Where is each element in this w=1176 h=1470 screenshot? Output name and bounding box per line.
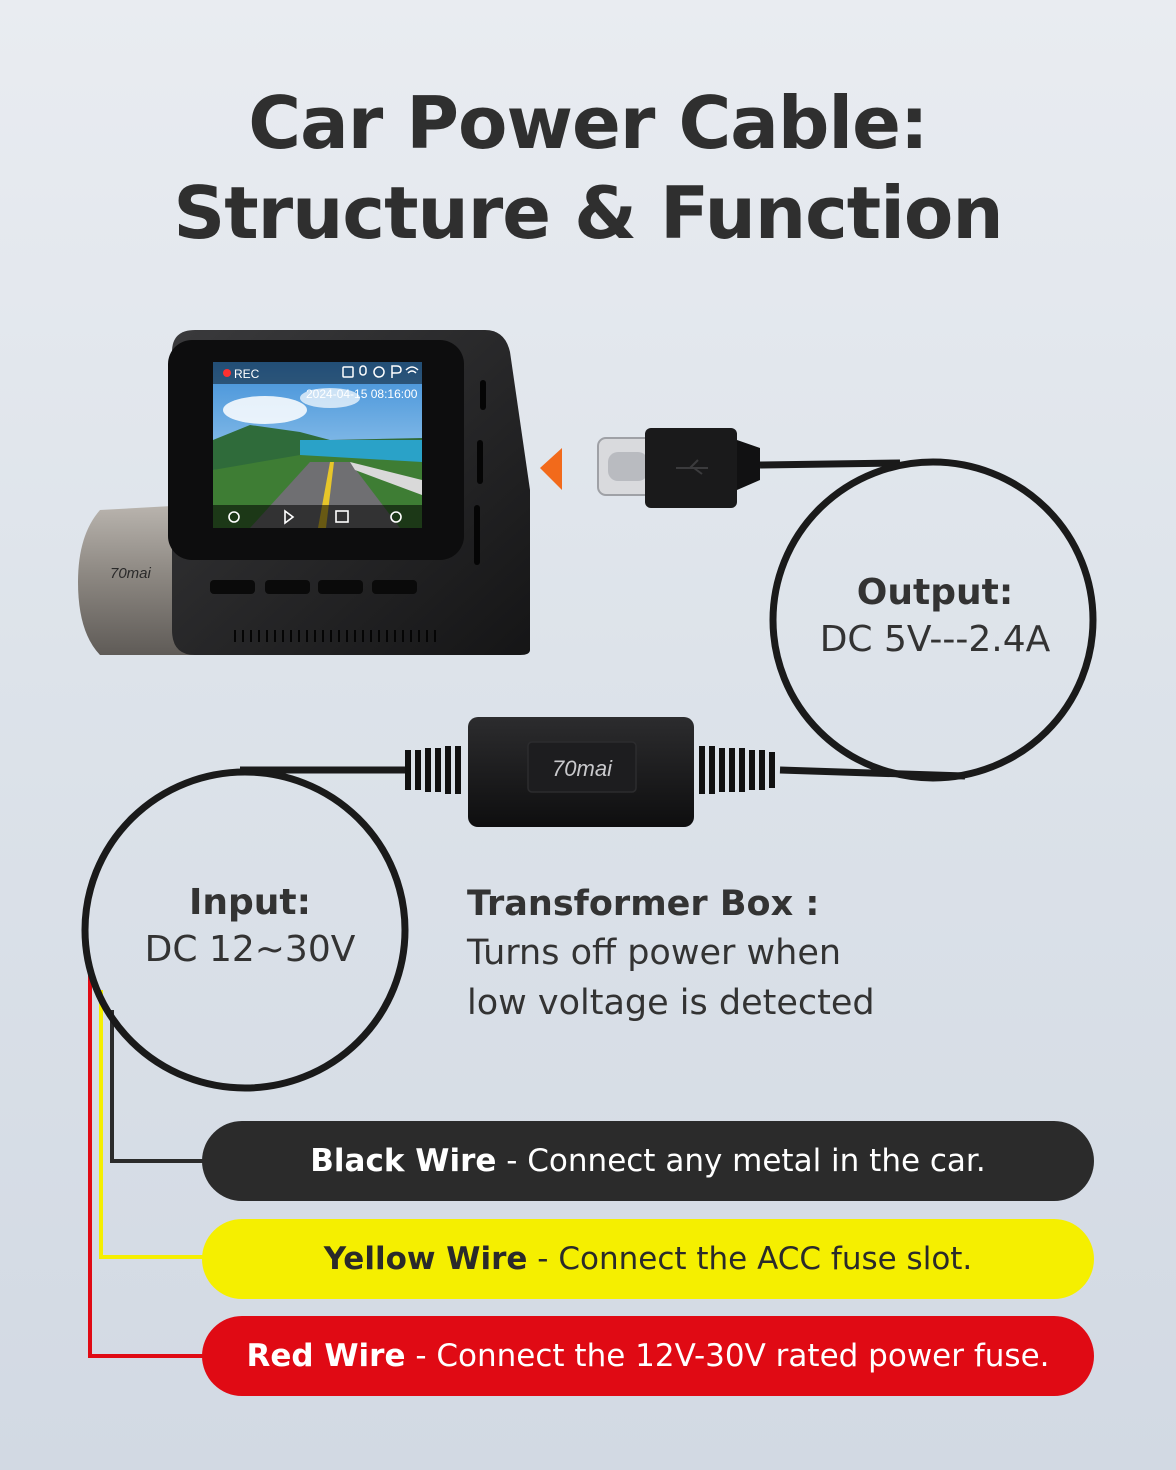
red-wire-name: Red Wire (246, 1338, 406, 1374)
wire-leads (88, 970, 205, 1358)
status-icons (342, 365, 419, 378)
usb-c-plug (597, 428, 760, 508)
yellow-wire-name: Yellow Wire (323, 1241, 528, 1277)
yellow-wire-desc: - Connect the ACC fuse slot. (527, 1241, 973, 1277)
black-wire-desc: - Connect any metal in the car. (496, 1143, 986, 1179)
input-label: Input: DC 12~30V (120, 880, 380, 974)
page-title: Car Power Cable: Structure & Function (0, 78, 1176, 258)
timestamp: 2024-04-15 08:16:00 (306, 387, 418, 401)
output-heading: Output: (856, 572, 1014, 613)
red-wire-lead (88, 970, 205, 1358)
black-wire-pill: Black Wire - Connect any metal in the ca… (202, 1121, 1094, 1201)
rec-label: REC (234, 367, 260, 381)
yellow-wire-pill: Yellow Wire - Connect the ACC fuse slot. (202, 1219, 1094, 1299)
input-value: DC 12~30V (144, 929, 356, 970)
gallery-icon (335, 510, 349, 523)
transformer-brand-text: 70mai (552, 756, 613, 781)
settings-icon (390, 511, 402, 523)
transformer-desc-line-1: Turns off power when (467, 933, 842, 973)
black-wire-name: Black Wire (310, 1143, 497, 1179)
input-heading: Input: (188, 882, 312, 923)
title-line-1: Car Power Cable: (248, 81, 928, 165)
play-icon (284, 509, 295, 525)
title-line-2: Structure & Function (173, 171, 1003, 255)
mic-icon (359, 365, 367, 376)
transformer-box: 70mai (405, 717, 775, 827)
parking-icon (391, 365, 402, 378)
loop-icon (228, 511, 240, 523)
record-dot-icon (223, 369, 231, 377)
output-label: Output: DC 5V---2.4A (805, 570, 1065, 664)
wifi-icon (405, 366, 419, 374)
input-cable (81, 766, 409, 1092)
yellow-wire-lead (99, 990, 205, 1259)
output-value: DC 5V---2.4A (819, 619, 1051, 660)
red-wire-pill: Red Wire - Connect the 12V-30V rated pow… (202, 1316, 1094, 1396)
transformer-heading: Transformer Box : (467, 884, 820, 924)
black-wire-lead (110, 1010, 205, 1163)
red-wire-desc: - Connect the 12V-30V rated power fuse. (405, 1338, 1050, 1374)
dashcam-brand-text: 70mai (110, 565, 152, 582)
dashcam: 70mai REC 2024-04-15 08:16:00 (78, 330, 530, 655)
dashcam-lens-barrel (78, 505, 195, 655)
arrow-left-icon (540, 448, 562, 490)
usb-symbol-icon (676, 459, 708, 475)
transformer-description: Transformer Box : Turns off power when l… (467, 880, 947, 1028)
output-cable (759, 458, 1097, 782)
transformer-desc-line-2: low voltage is detected (467, 983, 875, 1023)
